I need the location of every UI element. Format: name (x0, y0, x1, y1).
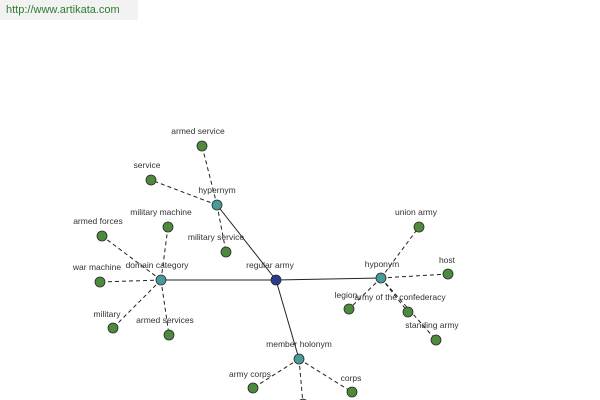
leaf-label-military-service[interactable]: military service (188, 232, 244, 242)
edge-hyponym-host (380, 273, 449, 279)
node-legion[interactable] (343, 303, 355, 315)
leaf-label-military-machine[interactable]: military machine (130, 207, 192, 217)
node-member-holonym[interactable] (293, 353, 305, 365)
node-host[interactable] (442, 268, 454, 280)
edge-hyponym-union-army (380, 226, 420, 279)
node-service[interactable] (145, 174, 157, 186)
edge-domain-category-war-machine (99, 279, 162, 283)
edge-regular-army-hyponym (275, 277, 382, 281)
node-hyponym[interactable] (375, 272, 387, 284)
node-armed-forces[interactable] (96, 230, 108, 242)
site-url-link[interactable]: http://www.artikata.com (6, 4, 120, 16)
node-hypernym[interactable] (211, 199, 223, 211)
graph-nodes (94, 140, 454, 400)
node-military-service[interactable] (220, 246, 232, 258)
node-regular-army[interactable] (270, 274, 282, 286)
node-corps[interactable] (346, 386, 358, 398)
leaf-label-union-army[interactable]: union army (395, 207, 438, 217)
edge-regular-army-member-holonym (275, 279, 300, 360)
leaf-label-army-corps[interactable]: army corps (229, 369, 271, 379)
leaf-label-corps[interactable]: corps (341, 373, 362, 383)
node-war-machine[interactable] (94, 276, 106, 288)
graph-labels: armed service service military service hype… (72, 126, 460, 383)
edge-member-holonym-army-corps (252, 358, 300, 389)
edge-domain-category-armed-forces (101, 235, 162, 281)
relation-label-hyponym[interactable]: hyponym (365, 259, 400, 269)
graph-edges (99, 145, 449, 400)
edge-hypernym-service (150, 179, 218, 206)
edge-domain-category-military (112, 279, 162, 329)
edge-hyponym-legion (348, 277, 382, 310)
edge-member-holonym-unlabeled-node (298, 358, 304, 400)
leaf-label-host[interactable]: host (439, 255, 456, 265)
node-standing-army[interactable] (430, 334, 442, 346)
relation-label-hypernym[interactable]: hypernym (198, 185, 235, 195)
leaf-label-war-machine[interactable]: war machine (72, 262, 121, 272)
leaf-label-service[interactable]: service (134, 160, 161, 170)
node-army-corps[interactable] (247, 382, 259, 394)
edge-domain-category-military-machine (160, 226, 169, 281)
edge-regular-army-hypernym (216, 204, 277, 281)
node-union-army[interactable] (413, 221, 425, 233)
leaf-label-legion[interactable]: legion (335, 290, 358, 300)
node-domain-category[interactable] (155, 274, 167, 286)
node-army-of-the-confederacy[interactable] (402, 306, 414, 318)
edge-domain-category-armed-services (160, 279, 170, 336)
leaf-label-army-of-the-confederacy[interactable]: army of the confederacy (354, 292, 446, 302)
leaf-label-armed-service[interactable]: armed service (171, 126, 225, 136)
url-banner: http://www.artikata.com (0, 0, 138, 20)
node-military[interactable] (107, 322, 119, 334)
node-military-machine[interactable] (162, 221, 174, 233)
leaf-label-standing-army[interactable]: standing army (405, 320, 459, 330)
leaf-label-armed-forces[interactable]: armed forces (73, 216, 123, 226)
relation-label-domain-category[interactable]: domain category (126, 260, 190, 270)
edge-hypernym-military-service (216, 204, 227, 253)
leaf-label-military[interactable]: military (94, 309, 122, 319)
edge-member-holonym-corps (298, 358, 353, 393)
edge-hypernym-armed-service (201, 145, 218, 206)
leaf-label-armed-services[interactable]: armed services (136, 315, 194, 325)
node-armed-service[interactable] (196, 140, 208, 152)
center-label-regular-army[interactable]: regular army (246, 260, 294, 270)
node-armed-services[interactable] (163, 329, 175, 341)
relation-label-member-holonym[interactable]: member holonym (266, 339, 332, 349)
